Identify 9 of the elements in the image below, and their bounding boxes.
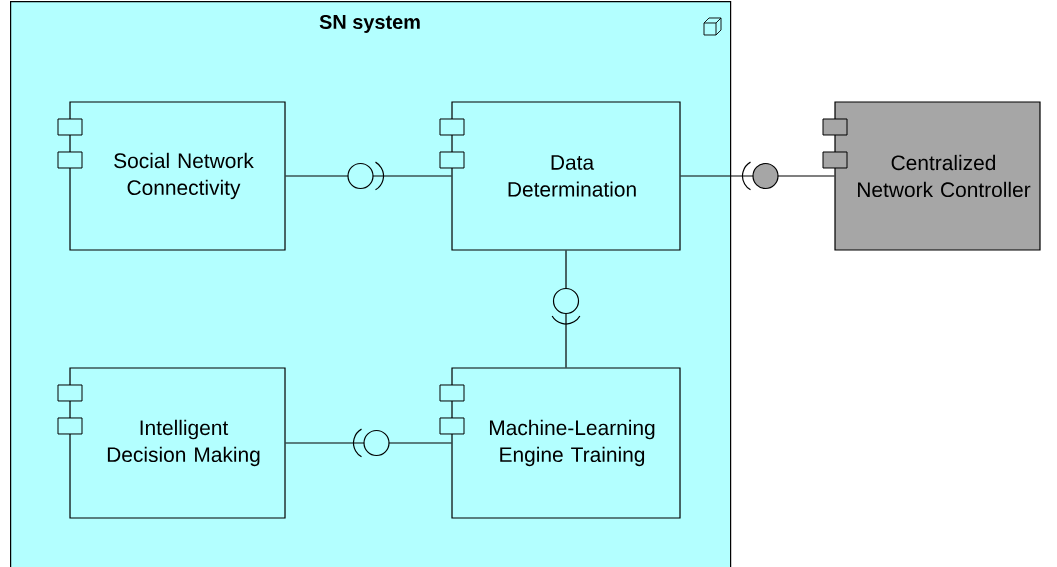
component-box: Social Network Connectivity [57,101,286,251]
component-box: Data Determination [439,101,681,251]
ball-socket-connector [551,250,581,368]
ball-socket-connector [285,161,452,191]
ball-socket-connector [285,428,452,458]
component-box: Centralized Network Controller [822,101,1041,251]
component-box: Intelligent Decision Making [57,367,286,519]
component-box: Machine-Learning Engine Training [439,367,681,519]
ball-socket-connector [680,161,835,191]
